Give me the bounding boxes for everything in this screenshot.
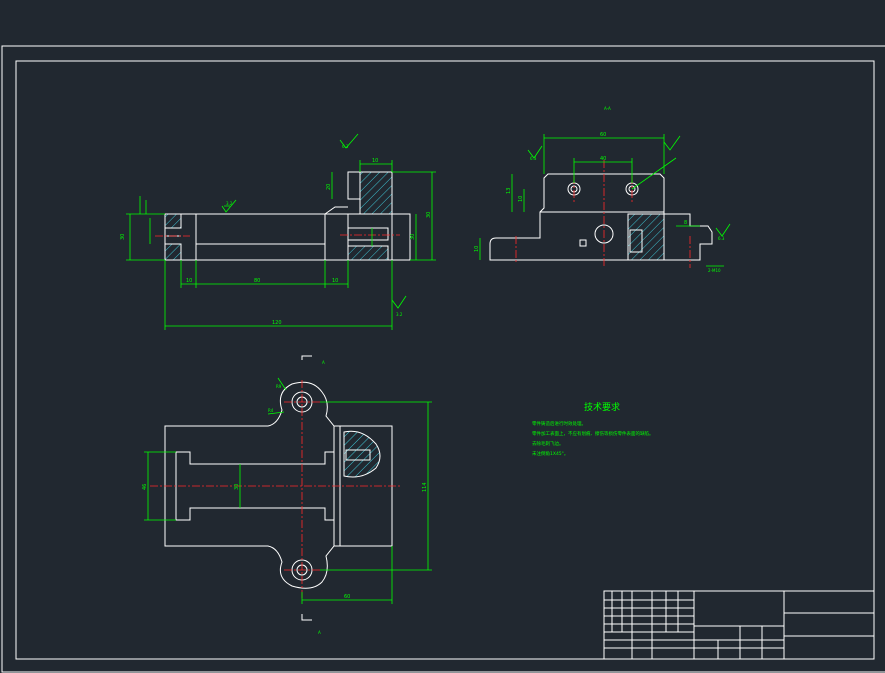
cut-mark-top: A: [322, 360, 325, 365]
dim-side-mid: 40: [600, 156, 606, 162]
front-view-dimensions: 30 10 80 10 120 30 30 10 20 3.2 6.3: [120, 133, 436, 330]
roughness-r1: 3.2: [226, 201, 233, 206]
front-right-section-lower: [347, 245, 389, 261]
dim-front-right-top: 10: [372, 158, 378, 164]
dim-top-width: 60: [344, 594, 350, 600]
dim-front-left: 30: [120, 234, 126, 240]
dim-top-left: 46: [142, 484, 148, 490]
dim-front-total: 120: [272, 320, 282, 326]
dim-side-left-1: 13: [506, 188, 512, 194]
roughness-symbol: [715, 223, 731, 237]
roughness-symbol: [391, 295, 407, 309]
title-block: [603, 590, 875, 660]
front-left-section-top: [164, 213, 182, 229]
tech-requirement-line: 去除毛刺飞边。: [532, 440, 564, 447]
top-view: A A: [150, 355, 400, 635]
tech-requirement-line: 未注倒角1X45°。: [532, 450, 568, 457]
front-view: [155, 171, 411, 261]
front-left-section-bottom: [164, 243, 182, 261]
dim-front-bottom-1: 10: [186, 278, 192, 284]
roughness-symbol: [339, 133, 359, 149]
roughness-r4: 6.3: [530, 156, 537, 161]
tech-requirement-line: 零件铸造后进行时效处理。: [532, 420, 586, 427]
tech-requirement-line: 零件加工表面上，不应有划痕、擦伤等损伤零件表面的缺陷。: [532, 430, 654, 437]
tech-requirements-title: 技术要求: [584, 401, 620, 413]
side-section: [627, 213, 665, 261]
dim-side-left-3: 10: [474, 246, 480, 252]
dim-front-right-mid: 30: [410, 234, 416, 240]
dim-side-top: 60: [600, 132, 606, 138]
roughness-r3: 3.2: [396, 312, 403, 317]
roughness-symbol: [663, 135, 681, 151]
cut-mark-bottom: A: [318, 630, 321, 635]
side-view-dimensions: 60 40 13 10 10 8 2-M10 6.3 6.3: [474, 132, 731, 273]
top-view-section: [343, 430, 381, 478]
dim-side-right: 8: [684, 220, 687, 226]
tech-requirements: 技术要求 零件铸造后进行时效处理。 零件加工表面上，不应有划痕、擦伤等损伤零件表…: [532, 401, 654, 457]
sheet-border: [1, 45, 885, 673]
dim-top-height: 114: [422, 482, 428, 492]
dim-side-left-2: 10: [518, 196, 524, 202]
side-view: A-A: [489, 106, 713, 268]
roughness-r5: 6.3: [718, 236, 725, 241]
roughness-r2: 6.3: [342, 144, 349, 149]
dim-top-radius-2: R4: [268, 408, 274, 413]
dim-top-radius-1: R9: [276, 384, 282, 389]
dim-top-inner: 30: [234, 484, 240, 490]
section-view-label: A-A: [604, 106, 611, 111]
roughness-symbol: [221, 199, 237, 213]
dim-front-right-height: 30: [426, 212, 432, 218]
dim-front-bottom-2: 80: [254, 278, 260, 284]
top-view-dimensions: 114 60 46 30 R9 R4: [142, 377, 432, 604]
front-right-section-upper: [359, 171, 393, 215]
roughness-symbol: [527, 145, 543, 159]
svg-text:2-M10: 2-M10: [708, 268, 721, 273]
dim-front-right-small: 20: [326, 184, 332, 190]
dim-front-bottom-3: 10: [332, 278, 338, 284]
